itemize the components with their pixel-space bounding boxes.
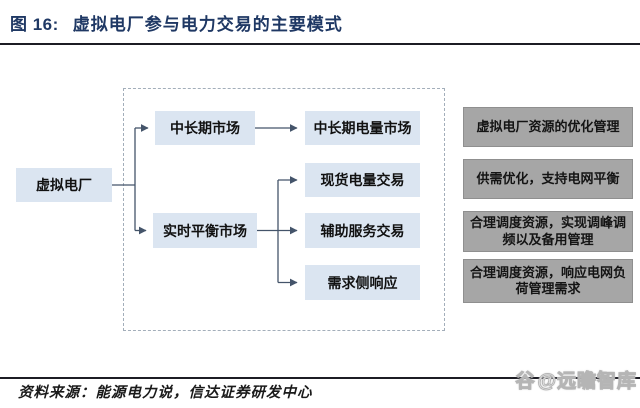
- node-ancillary-services-trading: 辅助服务交易: [305, 213, 420, 248]
- figure-title: 虚拟电厂参与电力交易的主要模式: [72, 14, 343, 34]
- node-real-time-balancing-market: 实时平衡市场: [153, 213, 257, 248]
- header-divider: [0, 43, 640, 45]
- outcome-supply-demand-balance: 供需优化，支持电网平衡: [463, 159, 633, 199]
- figure-header: 图 16: 虚拟电厂参与电力交易的主要模式: [0, 0, 640, 44]
- node-spot-energy-trading: 现货电量交易: [305, 163, 420, 197]
- footer-divider: [0, 377, 640, 379]
- node-demand-side-response: 需求侧响应: [305, 265, 420, 300]
- yuanzhan-panda-logo-icon: 谷: [515, 371, 536, 393]
- source-note: 资料来源：能源电力说，信达证券研发中心: [18, 385, 313, 401]
- watermark: 谷 @远瞻智库: [515, 366, 637, 393]
- watermark-text: @远瞻智库: [537, 371, 637, 393]
- outcome-peak-frequency-reserve: 合理调度资源，实现调峰调频以及备用管理: [463, 211, 633, 252]
- outcome-resource-optimization: 虚拟电厂资源的优化管理: [463, 107, 633, 147]
- node-mid-long-term-market: 中长期市场: [155, 111, 255, 145]
- market-scope-dashed-box: [123, 88, 445, 331]
- node-virtual-power-plant: 虚拟电厂: [16, 168, 112, 202]
- outcome-load-management-response: 合理调度资源，响应电网负荷管理需求: [463, 259, 633, 303]
- flow-diagram: 虚拟电厂 中长期市场 实时平衡市场 中长期电量市场 现货电量交易 辅助服务交易 …: [0, 44, 640, 377]
- node-mid-long-term-energy-market: 中长期电量市场: [305, 111, 420, 145]
- figure-number: 图 16:: [10, 14, 59, 34]
